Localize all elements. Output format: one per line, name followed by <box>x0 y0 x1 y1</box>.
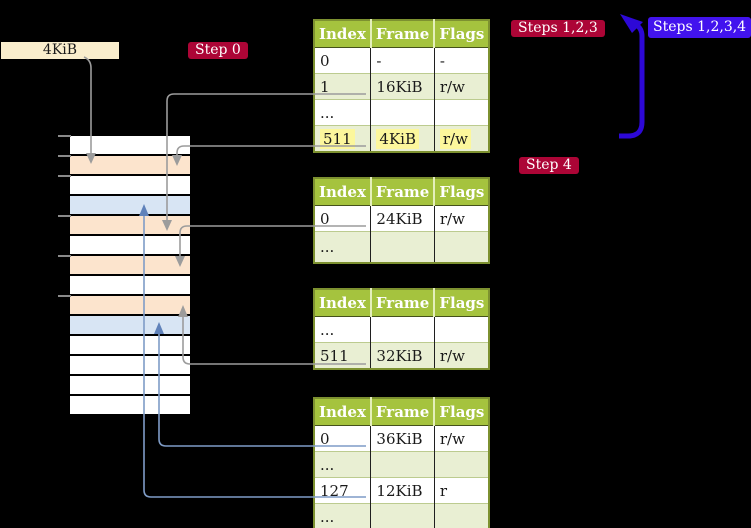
flags-cell <box>434 231 490 263</box>
frame-cell: 24KiB <box>370 205 435 232</box>
memory-row <box>70 236 190 256</box>
column-header-frame: Frame <box>370 178 436 206</box>
frame-cell: 36KiB <box>370 425 435 452</box>
index-cell: 0 <box>314 205 372 232</box>
flags-cell: r <box>434 477 490 504</box>
flags-cell <box>434 451 490 478</box>
memory-row <box>70 356 190 376</box>
memory-row <box>70 316 190 336</box>
column-header-flags: Flags <box>434 398 490 426</box>
column-header-flags: Flags <box>434 178 490 206</box>
table-header-row: Index Frame Flags <box>314 289 490 317</box>
memory-tick <box>58 215 71 217</box>
flags-cell: r/w <box>434 125 490 152</box>
table-header-row: Index Frame Flags <box>314 398 490 426</box>
frame-cell: 32KiB <box>370 342 435 369</box>
column-header-frame: Frame <box>370 289 436 317</box>
index-cell: ... <box>314 231 372 263</box>
frame-cell <box>370 316 435 343</box>
frame-size-label: 4KiB <box>1 42 119 59</box>
memory-tick <box>58 155 71 157</box>
index-cell: 511 <box>314 342 372 369</box>
table-row: 511 4KiB r/w <box>314 125 490 152</box>
memory-tick <box>58 135 71 137</box>
index-cell: 1 <box>314 73 372 100</box>
table-header-row: Index Frame Flags <box>314 178 490 206</box>
frame-cell: 16KiB <box>370 73 435 100</box>
flags-cell <box>434 99 490 126</box>
memory-row <box>70 156 190 176</box>
table-row: ... <box>314 316 490 343</box>
page-table-2: Index Frame Flags 0 24KiB r/w ... <box>313 177 491 264</box>
index-cell: 511 <box>314 125 372 152</box>
page-table-1: Index Frame Flags 0 - - 1 16KiB r/w ... … <box>313 19 491 153</box>
table-row: ... <box>314 451 490 478</box>
frame-cell <box>370 231 435 263</box>
table-row: ... <box>314 503 490 528</box>
table-row: 0 - - <box>314 47 490 74</box>
index-cell: ... <box>314 503 372 528</box>
index-cell: 0 <box>314 47 372 74</box>
column-header-frame: Frame <box>370 398 436 426</box>
arrow-up-left-icon <box>620 14 643 33</box>
column-header-frame: Frame <box>370 20 436 48</box>
steps123-badge: Steps 1,2,3 <box>511 20 605 37</box>
table-header-row: Index Frame Flags <box>314 20 490 48</box>
column-header-index: Index <box>314 20 372 48</box>
page-table-3: Index Frame Flags ... 511 32KiB r/w <box>313 288 491 370</box>
flags-cell <box>434 316 490 343</box>
table-row: 1 16KiB r/w <box>314 73 490 100</box>
memory-row <box>70 256 190 276</box>
column-header-index: Index <box>314 178 372 206</box>
step4-badge: Step 4 <box>519 157 579 174</box>
memory-row <box>70 176 190 196</box>
frame-cell: 4KiB <box>370 125 435 152</box>
frame-cell <box>370 503 435 528</box>
table-row: 127 12KiB r <box>314 477 490 504</box>
memory-row <box>70 396 190 416</box>
frame-cell <box>370 451 435 478</box>
memory-tick <box>58 255 71 257</box>
frame-cell <box>370 99 435 126</box>
memory-column <box>70 136 190 416</box>
index-cell: ... <box>314 99 372 126</box>
table-row: ... <box>314 99 490 126</box>
memory-row <box>70 296 190 316</box>
index-cell: 0 <box>314 425 372 452</box>
table-row: ... <box>314 231 490 263</box>
table-row: 0 36KiB r/w <box>314 425 490 452</box>
column-header-index: Index <box>314 289 372 317</box>
flags-cell: r/w <box>434 342 490 369</box>
memory-row <box>70 376 190 396</box>
flags-cell <box>434 503 490 528</box>
flags-cell: r/w <box>434 205 490 232</box>
column-header-flags: Flags <box>434 289 490 317</box>
steps-loop-arrow <box>619 21 645 139</box>
memory-tick <box>58 295 71 297</box>
flags-cell: - <box>434 47 490 74</box>
steps1234-badge: Steps 1,2,3,4 <box>648 17 751 38</box>
memory-row <box>70 136 190 156</box>
index-cell: ... <box>314 316 372 343</box>
memory-row <box>70 196 190 216</box>
page-table-4: Index Frame Flags 0 36KiB r/w ... 127 12… <box>313 397 491 528</box>
index-cell: 127 <box>314 477 372 504</box>
memory-row <box>70 276 190 296</box>
flags-cell: r/w <box>434 73 490 100</box>
frame-cell: 12KiB <box>370 477 435 504</box>
column-header-index: Index <box>314 398 372 426</box>
flags-cell: r/w <box>434 425 490 452</box>
memory-row <box>70 216 190 236</box>
index-cell: ... <box>314 451 372 478</box>
table-row: 0 24KiB r/w <box>314 205 490 232</box>
column-header-flags: Flags <box>434 20 490 48</box>
memory-tick <box>58 175 71 177</box>
step0-badge: Step 0 <box>188 42 248 59</box>
memory-row <box>70 336 190 356</box>
table-row: 511 32KiB r/w <box>314 342 490 369</box>
frame-cell: - <box>370 47 435 74</box>
